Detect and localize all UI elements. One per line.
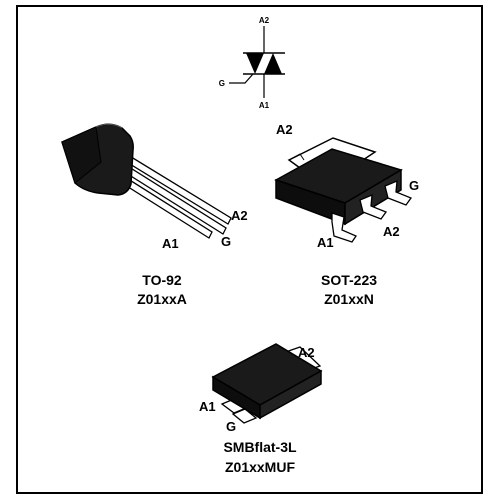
to92-flat-face — [61, 126, 102, 184]
symbol-label-a2: A2 — [259, 16, 270, 25]
sot223-package-name: SOT-223 — [321, 272, 377, 288]
to92-label-a2: A2 — [231, 208, 248, 223]
smbflat-label-a1: A1 — [199, 399, 216, 414]
to92-rim-highlight — [95, 123, 123, 129]
sot223-body-side — [344, 168, 402, 226]
to92-label-a1: A1 — [162, 236, 179, 251]
sot223-leads — [331, 179, 413, 243]
to92-package: A2 A1 G TO-92 Z01xxA — [61, 123, 248, 307]
symbol-label-g: G — [219, 79, 225, 88]
sot223-lead-a2 — [359, 193, 388, 220]
to92-label-g: G — [221, 234, 231, 249]
to92-part-code: Z01xxA — [137, 291, 187, 307]
sot223-tab-notch — [288, 153, 305, 161]
symbol-diode-down — [264, 53, 282, 74]
sot223-label-a2: A2 — [383, 224, 400, 239]
sot223-label-tab-a2: A2 — [276, 122, 293, 137]
smbflat-label-g: G — [226, 419, 236, 434]
sot223-package: A2 G A1 A2 SOT-223 Z01xxN — [274, 122, 419, 307]
sot223-part-code: Z01xxN — [324, 291, 374, 307]
smbflat-body-side — [259, 369, 322, 420]
smbflat-package-name: SMBflat-3L — [223, 439, 297, 455]
symbol-diode-up — [246, 53, 264, 74]
triac-symbol: A2 G A1 — [219, 16, 285, 110]
sot223-label-a1: A1 — [317, 235, 334, 250]
to92-package-name: TO-92 — [142, 272, 182, 288]
symbol-gate-lead — [229, 73, 254, 84]
sot223-label-g: G — [409, 178, 419, 193]
smbflat-part-code: Z01xxMUF — [225, 459, 295, 475]
symbol-label-a1: A1 — [259, 101, 270, 110]
smbflat-package: A2 A1 G SMBflat-3L Z01xxMUF — [199, 343, 323, 475]
smbflat-label-a2: A2 — [298, 345, 315, 360]
sot223-lead-g — [384, 179, 413, 206]
sot223-lead-a1 — [331, 212, 357, 243]
smbflat-lead-g — [231, 408, 258, 424]
